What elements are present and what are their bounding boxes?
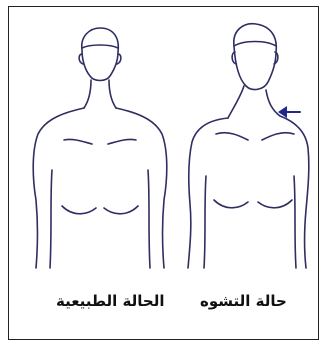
deformity-hair [234,42,276,47]
deformity-clavicles [216,133,294,140]
normal-posture-figure [33,28,167,268]
normal-neck [84,80,91,108]
normal-clavicles [64,139,136,144]
deformity-neck [228,86,244,118]
normal-left-shoulder [33,108,84,268]
deformity-left-shoulder [188,118,228,268]
normal-hair [82,45,118,48]
normal-right-shoulder [116,108,167,268]
deformity-posture-figure [188,24,309,268]
deformity-head [234,24,277,90]
normal-posture-caption: الحالة الطبيعية [56,292,165,310]
deformity-posture-caption: حالة التشوه [200,292,287,310]
normal-head [82,28,119,81]
